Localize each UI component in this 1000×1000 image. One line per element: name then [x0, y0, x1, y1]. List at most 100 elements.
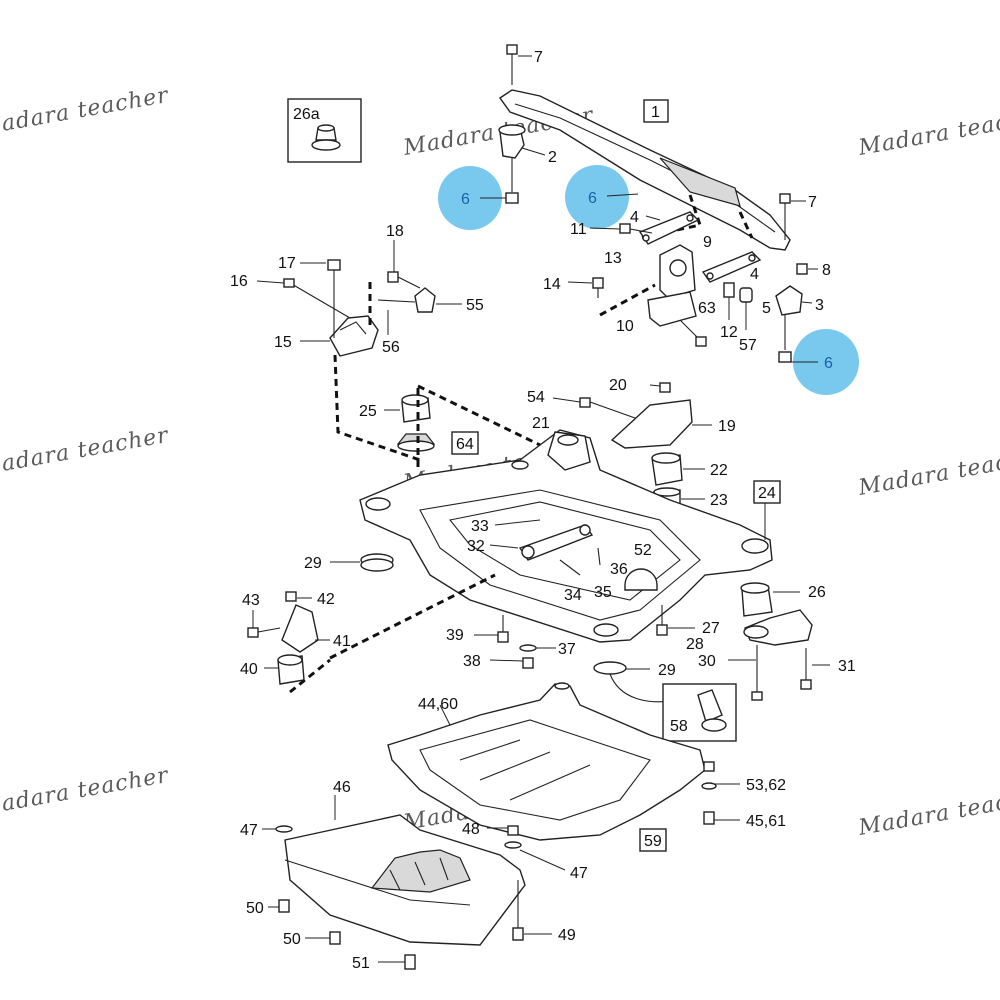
part-number-labels: 7 2 7 4 11 9 13 4 8 14 3 5 63 10 12 57 1…	[230, 49, 856, 972]
splash-shield-44	[387, 682, 740, 841]
label-18: 18	[386, 223, 404, 240]
box-label-26a: 26a	[293, 106, 320, 123]
label-20: 20	[609, 377, 627, 394]
label-2: 2	[548, 149, 557, 166]
highlight-circle	[565, 165, 629, 229]
label-16: 16	[230, 273, 248, 290]
engine-mount-13	[599, 244, 697, 327]
bushing-40	[264, 654, 305, 685]
bolt-14	[567, 277, 604, 298]
highlight-circle	[438, 166, 502, 230]
label-30: 30	[698, 653, 716, 670]
bracket-4-upper	[638, 211, 700, 245]
callout-6: 6	[461, 191, 470, 208]
watermark: Madara teacher	[856, 443, 1000, 501]
label-39: 39	[446, 627, 464, 644]
label-47: 47	[240, 822, 258, 839]
label-27: 27	[702, 620, 720, 637]
watermark: Madara teacher	[0, 423, 171, 481]
label-31: 31	[838, 658, 856, 675]
label-37: 37	[558, 641, 576, 658]
label-46: 46	[333, 779, 351, 796]
label-25: 25	[359, 403, 377, 420]
mount-3	[775, 285, 813, 363]
label-21: 21	[532, 415, 550, 432]
label-4: 4	[750, 266, 759, 283]
label-15: 15	[274, 334, 292, 351]
inset-box-26a	[287, 98, 362, 163]
label-56: 56	[382, 339, 400, 356]
label-54: 54	[527, 389, 545, 406]
label-43: 43	[242, 592, 260, 609]
label-53-62: 53,62	[746, 777, 786, 794]
bolt-11	[589, 223, 653, 234]
label-4: 4	[630, 209, 639, 226]
label-7: 7	[808, 194, 817, 211]
watermark: Madara teacher	[856, 103, 1000, 161]
label-51: 51	[352, 955, 370, 972]
bracket-4-lower	[701, 251, 762, 283]
crossmember-beam	[499, 89, 791, 251]
inset-box-58	[662, 683, 737, 742]
label-57: 57	[739, 337, 757, 354]
bracket-15	[256, 259, 379, 357]
bolt-63	[679, 319, 707, 347]
bracket-55	[368, 240, 462, 335]
box-label-58: 58	[670, 718, 688, 735]
bolts-27-39	[474, 605, 695, 669]
nut-8	[796, 263, 818, 275]
label-32: 32	[467, 538, 485, 555]
label-44-60: 44,60	[418, 696, 458, 713]
spacer-12-57	[723, 282, 753, 330]
label-33: 33	[471, 518, 489, 535]
watermark: Madara teacher	[856, 783, 1000, 841]
label-3: 3	[815, 297, 824, 314]
label-36: 36	[610, 561, 628, 578]
label-41: 41	[333, 633, 351, 650]
bracket-19	[552, 382, 712, 449]
highlight-circle	[793, 329, 859, 395]
watermark: Madara teacher	[0, 763, 171, 821]
label-13: 13	[604, 250, 622, 267]
label-11: 11	[570, 221, 587, 238]
label-38: 38	[463, 653, 481, 670]
label-12: 12	[720, 324, 738, 341]
label-10: 10	[616, 318, 634, 335]
watermark: Madara teacher	[0, 83, 171, 141]
label-19: 19	[718, 418, 736, 435]
label-22: 22	[710, 462, 728, 479]
dome-36-52	[624, 568, 658, 591]
link-rod	[489, 519, 601, 576]
label-29: 29	[304, 555, 322, 572]
label-7: 7	[534, 49, 543, 66]
label-47: 47	[570, 865, 588, 882]
label-49: 49	[558, 927, 576, 944]
label-28: 28	[686, 636, 704, 653]
box-label-24: 24	[758, 485, 776, 502]
label-8: 8	[822, 262, 831, 279]
box-label-1: 1	[651, 104, 660, 121]
label-9: 9	[703, 234, 712, 251]
callout-6: 6	[588, 190, 597, 207]
label-50: 50	[246, 900, 264, 917]
label-50: 50	[283, 931, 301, 948]
label-55: 55	[466, 297, 484, 314]
label-48: 48	[462, 821, 480, 838]
highlight-circles: 6 6 6	[438, 165, 859, 395]
bolt-7-top	[506, 44, 532, 85]
bracket-28	[728, 609, 830, 701]
label-40: 40	[240, 661, 258, 678]
label-63: 63	[698, 300, 716, 317]
label-45-61: 45,61	[746, 813, 786, 830]
boxed-labels: 1 24 26a 58 59 64	[293, 99, 781, 852]
label-26: 26	[808, 584, 826, 601]
label-34: 34	[564, 587, 582, 604]
label-5: 5	[762, 300, 771, 317]
callout-6: 6	[824, 355, 833, 372]
label-23: 23	[710, 492, 728, 509]
label-35: 35	[594, 584, 612, 601]
mount-41	[247, 591, 330, 653]
bushing-25	[384, 394, 436, 452]
label-42: 42	[317, 591, 335, 608]
